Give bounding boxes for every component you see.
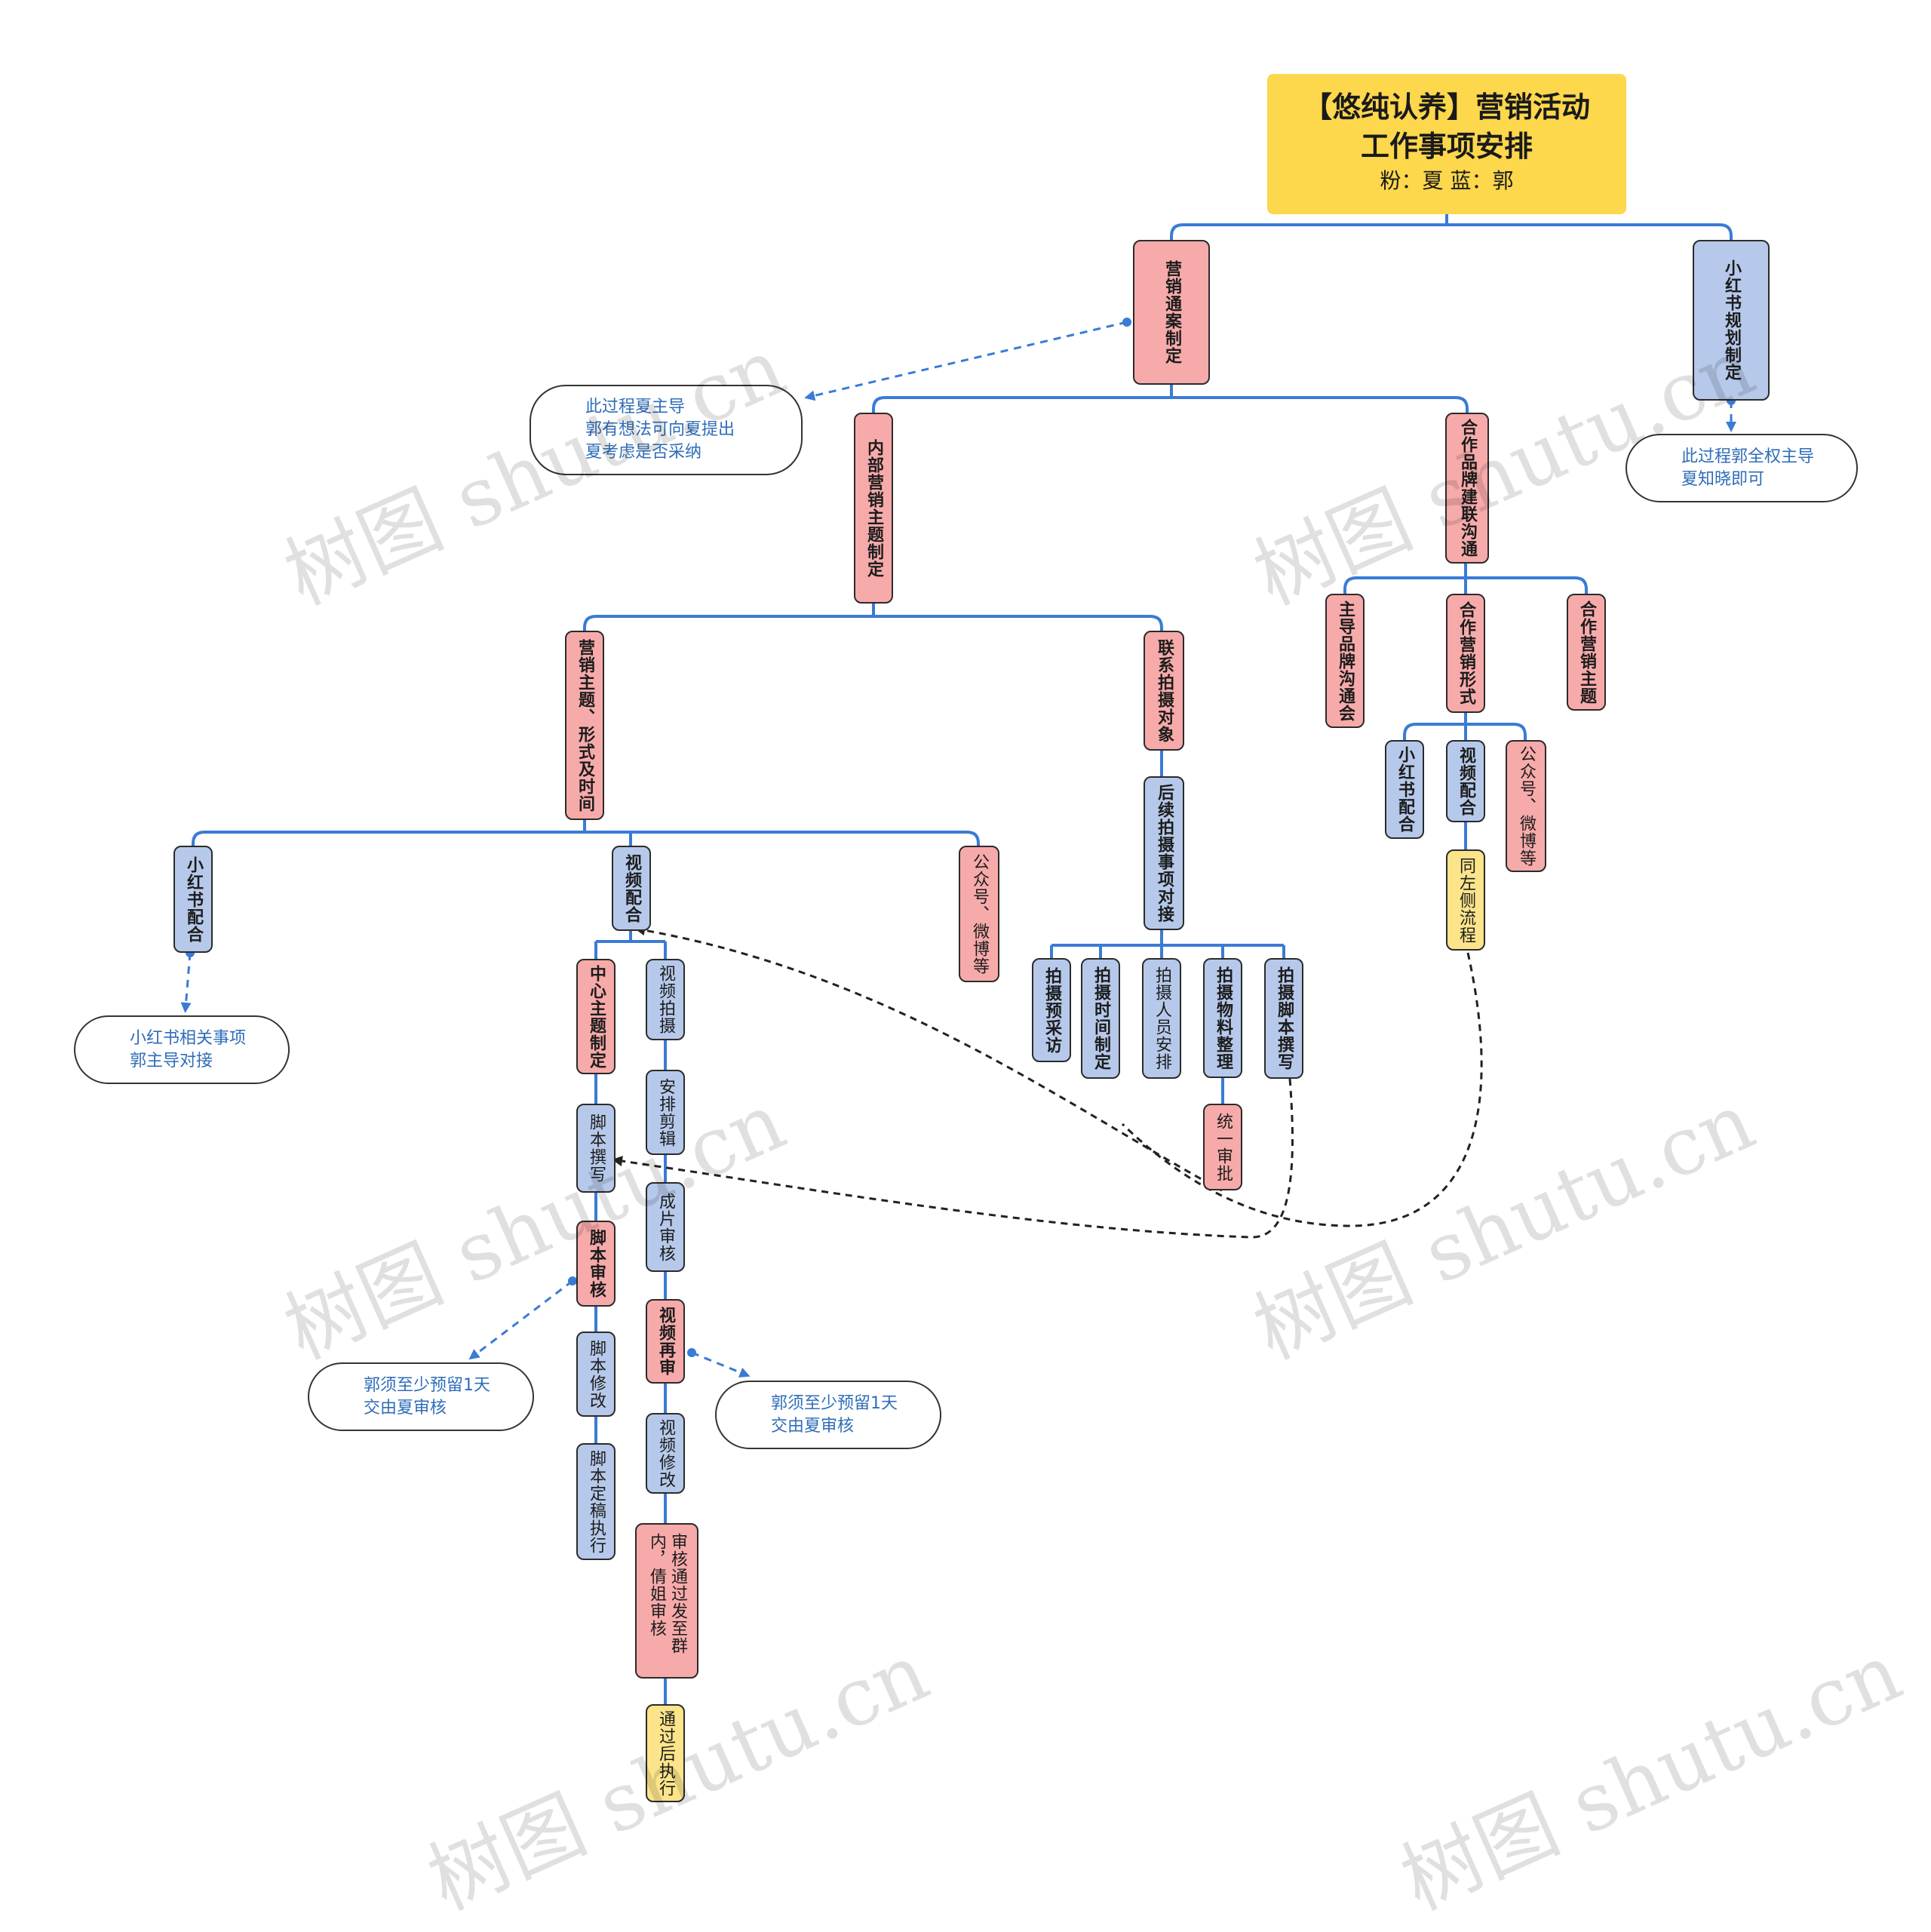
node-jiaoben-shenhe[interactable]: 脚本审核: [576, 1221, 616, 1307]
node-shipin-paishe[interactable]: 视频拍摄: [646, 959, 685, 1040]
node-jiaoben-dinggao[interactable]: 脚本定稿执行: [576, 1443, 616, 1560]
note-arrow: [804, 321, 1128, 401]
node-neibu-zhuti[interactable]: 内部营销主题制定: [854, 413, 893, 604]
tree-line: [1464, 723, 1527, 740]
node-chengpian-shenhe[interactable]: 成片审核: [646, 1182, 685, 1272]
node-tong-zuoce[interactable]: 同左侧流程: [1446, 849, 1485, 951]
note-xhs-shixiang: 小红书相关事项 郭主导对接: [74, 1015, 290, 1084]
note-shipin-yuliu: 郭须至少预留1天 交由夏审核: [715, 1381, 941, 1449]
node-jiaoben-zhuanxie[interactable]: 脚本撰写: [576, 1104, 616, 1193]
root-title-line2: 工作事项安排: [1360, 130, 1533, 163]
node-shipin-zaishen[interactable]: 视频再审: [646, 1299, 685, 1384]
node-gzh-weibo[interactable]: 公众号、微博等: [959, 846, 999, 982]
flow-arrow: [1121, 952, 1483, 1227]
tree-line: [1171, 396, 1469, 413]
node-tongguo-zhixing[interactable]: 通过后执行: [646, 1704, 685, 1802]
node-houxu-paishe[interactable]: 后续拍摄事项对接: [1144, 776, 1184, 930]
node-lianxi-paishe[interactable]: 联系拍摄对象: [1144, 631, 1184, 751]
node-r-xhs-peihe[interactable]: 小红书配合: [1385, 740, 1424, 839]
tree-line: [872, 385, 1173, 413]
note-xia-zhudao: 此过程夏主导 郭有想法可向夏提出 夏考虑是否采纳: [530, 385, 803, 475]
root-title-line1: 【悠纯认养】营销活动: [1303, 91, 1590, 124]
node-shipin-xiugai[interactable]: 视频修改: [646, 1413, 685, 1494]
node-zhongxin-zhuti[interactable]: 中心主题制定: [576, 959, 616, 1074]
tree-line: [1343, 564, 1467, 594]
node-paishe-shijian[interactable]: 拍摄时间制定: [1081, 958, 1120, 1079]
node-zhuti-xingshi[interactable]: 营销主题、形式及时间: [565, 631, 604, 820]
node-xhs-guihua[interactable]: 小红书规划制定: [1693, 240, 1770, 401]
node-anpai-jianji[interactable]: 安排剪辑: [646, 1070, 685, 1155]
node-hezuo-zhuti[interactable]: 合作营销主题: [1567, 594, 1606, 711]
node-r-shipin-peihe[interactable]: 视频配合: [1446, 740, 1485, 822]
node-xhs-peihe[interactable]: 小红书配合: [173, 846, 213, 953]
node-yingxiao-tongan[interactable]: 营销通案制定: [1133, 240, 1210, 385]
node-paishe-jiaoben[interactable]: 拍摄脚本撰写: [1264, 958, 1303, 1079]
node-hezuo-xingshi[interactable]: 合作营销形式: [1446, 594, 1485, 713]
node-shenhe-tongguo[interactable]: 审核通过发至群内，倩姐审核: [635, 1523, 698, 1679]
root-owner-legend: 粉：夏 蓝：郭: [1380, 168, 1514, 193]
node-paishe-renyuan[interactable]: 拍摄人员安排: [1142, 958, 1181, 1079]
tree-line: [1050, 944, 1285, 958]
node-paishe-yucaifang[interactable]: 拍摄预采访: [1032, 958, 1071, 1062]
root-title: 【悠纯认养】营销活动 工作事项安排 粉：夏 蓝：郭: [1267, 74, 1626, 214]
tree-line: [583, 604, 875, 631]
node-shipin-peihe[interactable]: 视频配合: [612, 846, 651, 931]
node-r-gzh-weibo[interactable]: 公众号、微博等: [1506, 740, 1546, 872]
connector-layer: [180, 214, 1736, 1704]
node-hezuo-pinpai[interactable]: 合作品牌建联沟通: [1445, 413, 1489, 564]
node-zhudao-pinpai[interactable]: 主导品牌沟通会: [1325, 594, 1365, 728]
tree-line: [1403, 713, 1467, 740]
flow-arrow: [612, 1078, 1294, 1239]
note-arrow: [180, 952, 192, 1013]
tree-line: [192, 820, 586, 846]
note-arrow: [468, 1279, 573, 1360]
note-arrow: [691, 1351, 751, 1378]
tree-line: [873, 615, 1163, 631]
tree-line: [1464, 576, 1588, 594]
tree-line: [585, 831, 980, 846]
node-tongyi-shenpi[interactable]: 统一审批: [1203, 1104, 1242, 1190]
node-jiaoben-xiugai[interactable]: 脚本修改: [576, 1332, 616, 1417]
note-guo-quanquan: 此过程郭全权主导 夏知晓即可: [1626, 434, 1858, 502]
node-paishe-wuliao[interactable]: 拍摄物料整理: [1203, 958, 1242, 1078]
tree-line: [1447, 223, 1733, 240]
tree-line: [594, 931, 667, 959]
note-jiaoben-yuliu: 郭须至少预留1天 交由夏审核: [308, 1362, 534, 1431]
tree-line: [1170, 214, 1448, 240]
flow-arrow: [634, 925, 1223, 1192]
